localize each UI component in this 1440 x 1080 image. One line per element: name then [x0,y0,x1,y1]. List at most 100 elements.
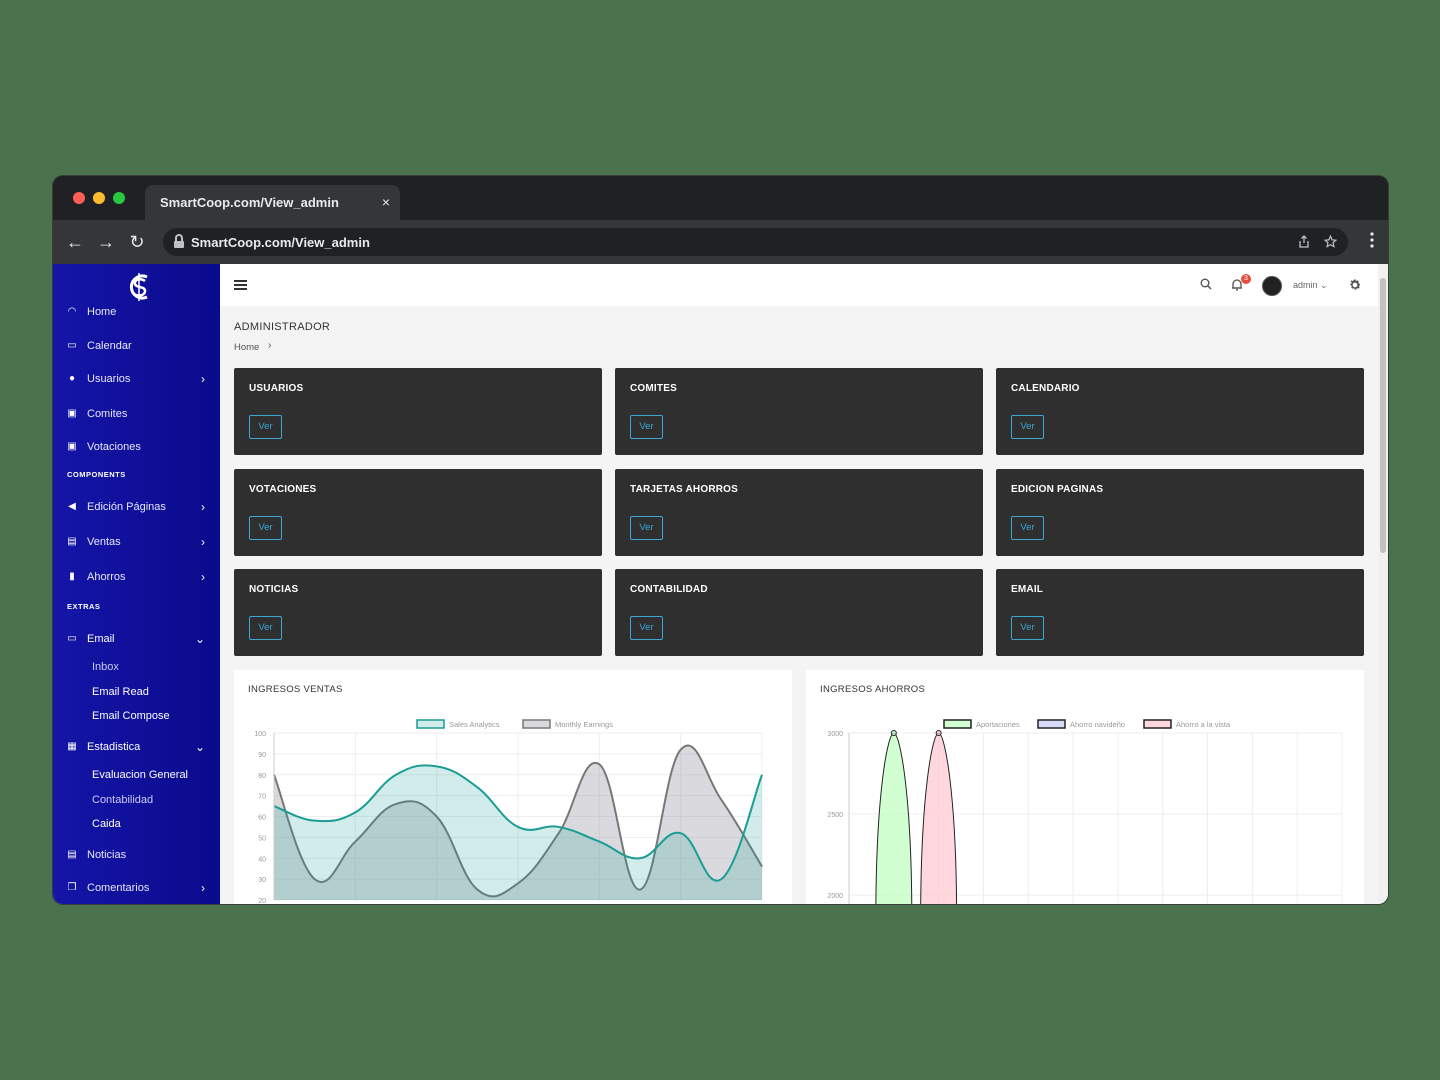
sidebar-item-comites[interactable]: ▣ Comites [53,403,220,427]
calendar-icon: ▤ [67,536,77,547]
ver-button[interactable]: Ver [249,616,282,640]
y-tick-label: 60 [258,815,266,822]
tab-bar: SmartCoop.com/View_admin × [53,176,1388,220]
avatar[interactable] [1262,276,1282,296]
legend-label[interactable]: Ahorro navideño [1070,720,1125,729]
search-icon[interactable] [1200,278,1212,290]
breadcrumb-home[interactable]: Home [234,342,260,353]
close-window-dot[interactable] [73,192,85,204]
ver-button[interactable]: Ver [249,516,282,540]
sidebar-subitem-contabilidad[interactable]: Contabilidad [92,794,154,806]
gear-icon[interactable] [1348,278,1362,292]
card-email: EMAIL Ver [996,569,1364,656]
reload-icon[interactable]: ↻ [129,232,145,252]
app-page: ◠ Home ▭ Calendar ● Usuarios › ▣ Comites… [53,264,1388,904]
y-tick-label: 80 [258,773,266,780]
y-tick-label: 70 [258,794,266,801]
sidebar-item-ventas[interactable]: ▤ Ventas › [53,531,220,555]
address-bar[interactable]: SmartCoop.com/View_admin [163,228,1348,256]
user-icon: ● [68,373,76,384]
browser-menu-icon[interactable] [1370,232,1374,248]
ver-button[interactable]: Ver [249,415,282,439]
sidebar-item-calendar[interactable]: ▭ Calendar [53,335,220,359]
ver-button[interactable]: Ver [1011,415,1044,439]
card-tarjetas-ahorros: TARJETAS AHORROS Ver [615,469,983,556]
card-title: EMAIL [1011,584,1044,595]
bell-icon[interactable] [1231,278,1243,291]
chevron-right-icon: › [201,570,205,584]
maximize-window-dot[interactable] [113,192,125,204]
back-arrow-icon[interactable]: ← [66,232,84,252]
hamburger-menu-icon[interactable] [234,280,247,290]
legend-swatch[interactable] [522,719,551,729]
sidebar-item-estadistica[interactable]: ▦ Estadistica ⌄ [53,736,220,760]
forward-arrow-icon[interactable]: → [97,232,115,252]
ver-button[interactable]: Ver [630,616,663,640]
y-tick-label: 100 [254,731,266,738]
megaphone-icon: ◀ [68,501,76,512]
y-tick-label: 2000 [827,893,843,900]
legend-label[interactable]: Sales Analytics [449,720,500,729]
card-title: VOTACIONES [249,484,317,495]
sidebar-item-noticias[interactable]: ▤ Noticias [53,844,220,868]
archive-icon: ▦ [67,741,77,752]
y-tick-label: 20 [258,898,266,904]
legend-swatch[interactable] [1143,719,1172,729]
ver-button[interactable]: Ver [1011,616,1044,640]
legend-label[interactable]: Monthly Earnings [555,720,613,729]
card-calendario: CALENDARIO Ver [996,368,1364,455]
sidebar-item-home[interactable]: ◠ Home [53,301,220,325]
scrollbar-thumb[interactable] [1380,278,1386,553]
lock-icon [174,234,184,248]
sidebar-item-edicion-paginas[interactable]: ◀ Edición Páginas › [53,496,220,520]
notification-badge: 3 [1241,274,1251,284]
sidebar-item-votaciones[interactable]: ▣ Votaciones [53,436,220,460]
series-area [274,745,762,900]
page-title: ADMINISTRADOR [234,321,331,333]
url-text: SmartCoop.com/View_admin [191,235,370,250]
app-topbar: 3 admin ⌄ [220,264,1378,306]
sidebar-item-email[interactable]: ▭ Email ⌄ [53,628,220,652]
sidebar-item-label: Estadistica [87,741,141,753]
y-tick-label: 40 [258,856,266,863]
sidebar-item-label: Edición Páginas [87,501,166,513]
series-line [273,764,763,882]
browser-tab[interactable]: SmartCoop.com/View_admin × [145,185,400,220]
sidebar-subitem-inbox[interactable]: Inbox [92,661,119,673]
sidebar-item-label: Ventas [87,536,121,548]
minimize-window-dot[interactable] [93,192,105,204]
card-comites: COMITES Ver [615,368,983,455]
browser-window: SmartCoop.com/View_admin × ← → ↻ SmartCo… [53,176,1388,904]
chevron-right-icon: › [201,535,205,549]
sidebar-item-usuarios[interactable]: ● Usuarios › [53,368,220,392]
data-point[interactable] [890,730,897,736]
user-menu[interactable]: admin ⌄ [1293,280,1328,290]
sidebar-subitem-caida[interactable]: Caida [92,818,121,830]
browser-toolbar: ← → ↻ SmartCoop.com/View_admin [53,220,1388,264]
star-icon[interactable] [1324,235,1337,248]
sidebar-subitem-email-compose[interactable]: Email Compose [92,710,170,722]
chevron-right-icon: › [201,500,205,514]
tab-close-icon[interactable]: × [381,194,390,210]
legend-swatch[interactable] [1037,719,1066,729]
legend-label[interactable]: Ahorro a la vista [1176,720,1231,729]
sidebar-item-ahorros[interactable]: ▮ Ahorros › [53,566,220,590]
share-icon[interactable] [1298,235,1310,248]
page-scrollbar[interactable] [1378,264,1388,904]
ver-button[interactable]: Ver [630,516,663,540]
card-title: USUARIOS [249,383,304,394]
sidebar-subitem-email-read[interactable]: Email Read [92,686,149,698]
legend-label[interactable]: Aportaciones [976,720,1020,729]
section-components: COMPONENTS [67,470,126,479]
sidebar-subitem-evaluacion-general[interactable]: Evaluacion General [92,769,189,781]
sidebar-item-label: Comites [87,408,128,420]
bar-chart-icon: ▮ [69,571,75,582]
data-point[interactable] [935,730,942,736]
legend-swatch[interactable] [943,719,972,729]
sidebar-item-label: Email [87,633,115,645]
ver-button[interactable]: Ver [630,415,663,439]
legend-swatch[interactable] [416,719,445,729]
sidebar-item-comentarios[interactable]: ❐ Comentarios › [53,877,220,901]
ver-button[interactable]: Ver [1011,516,1044,540]
card-edicion-paginas: EDICION PAGINAS Ver [996,469,1364,556]
